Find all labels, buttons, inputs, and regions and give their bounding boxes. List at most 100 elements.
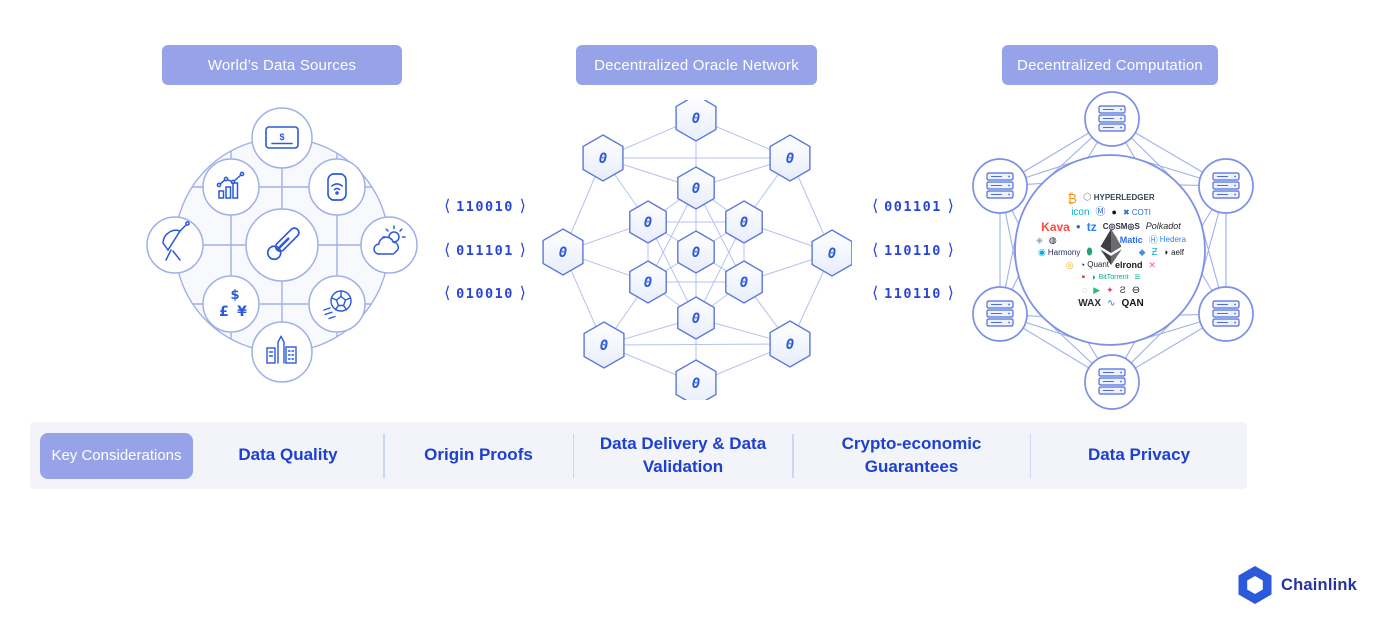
blockchain-logo: ◎ [1065,259,1074,270]
blockchain-logo: ◗aelf [1163,247,1184,257]
oracle-node-hexagon [811,229,852,277]
blockchain-logo: ✦ [1106,285,1114,295]
currency-icon: $ £ ¥ [219,288,247,320]
oracle-node-hexagon [629,200,667,244]
city-icon [266,335,297,364]
invoice-icon: $ [265,126,299,149]
blockchain-logo: Ƶ [1151,246,1158,258]
compute-server-node [972,286,1028,342]
blockchain-logo: Ƨ [1119,285,1126,295]
thermometer-icon [266,227,300,261]
blockchain-logo: ✕ [1148,259,1157,270]
blockchain-logo: ✖COTI [1122,207,1151,217]
binary-code: ⟨011101⟩ [442,240,528,259]
key-considerations-bar: Key Considerations Data Quality Origin P… [30,422,1247,489]
oracle-node-zero-glyph: 0 [740,215,748,231]
blockchain-logo: tz [1086,219,1097,234]
kc-item-crypto-economic-guarantees: Crypto-economic Guarantees [841,434,982,476]
key-considerations-pill: Key Considerations [40,432,193,479]
compute-server-node [972,158,1028,214]
oracle-node-hexagon [583,321,625,369]
compute-server-node [1198,158,1254,214]
blockchain-logo: ◉Harmony [1038,247,1081,257]
oracle-node-zero-glyph: 0 [692,245,700,261]
oracle-node-zero-glyph: 0 [644,215,652,231]
pill-decentralized-oracle-network: Decentralized Oracle Network [576,45,817,85]
oracle-node-zero-glyph: 0 [692,376,700,392]
oracle-node-hexagon [629,260,667,304]
blockchain-logo: icon [1071,206,1090,218]
blockchain-logo: ₿ [1067,190,1077,206]
binary-code: ⟨110110⟩ [870,283,956,302]
binary-code: ⟨110110⟩ [870,240,956,259]
blockchain-logo: ◆ [1138,247,1146,257]
oracle-node-zero-glyph: 0 [600,338,608,354]
blockchain-logo: ≡ [1134,271,1141,283]
oracle-node-hexagon [769,320,811,368]
oracle-node-hexagon [725,260,763,304]
oracle-node-zero-glyph: 0 [559,245,567,261]
svg-text:$: $ [230,288,239,303]
data-sources-diagram: $ [146,107,418,383]
kc-item-data-privacy: Data Privacy [1087,445,1191,465]
oracle-node-zero-glyph: 0 [599,151,607,167]
ethereum-logo [1100,229,1122,265]
binary-code: ⟨001101⟩ [870,196,956,215]
blockchain-logo: ◈ [1035,234,1043,245]
oracle-node-hexagon [675,359,717,400]
svg-text:£: £ [219,304,229,320]
blockchain-logo: Ⓜ [1095,206,1106,218]
compute-server-node [1198,286,1254,342]
binary-code: ⟨010010⟩ [442,283,528,302]
blockchain-logo: Polkadot [1145,221,1181,231]
blockchain-logo: ◗BitTorrent [1091,272,1129,282]
divider [572,433,574,478]
sports-icon [323,290,352,320]
divider [1029,433,1031,478]
oracle-node-hexagon [725,200,763,244]
binary-code: ⟨110010⟩ [442,196,528,215]
weather-icon [373,225,406,255]
oracle-node-zero-glyph: 0 [644,275,652,291]
blockchain-logo: elrond [1115,259,1143,270]
smartwatch-icon [327,173,347,201]
blockchain-logo: ● [1111,207,1117,217]
blockchain-logo: ⊖ [1131,284,1141,296]
blockchain-logo: WAX [1078,297,1102,309]
pill-decentralized-computation: Decentralized Computation [1002,45,1218,85]
oracle-node-hexagon [677,296,715,340]
svg-text:$: $ [279,132,284,142]
divider [792,433,794,478]
svg-text:¥: ¥ [237,304,247,320]
blockchain-logo: ⬮ [1086,246,1093,258]
blockchain-logo: C◎SM◎S [1102,221,1140,231]
blockchain-logo: QAN [1121,297,1144,309]
blockchain-logo: ◔Quant [1079,259,1110,270]
chainlink-brand: Chainlink [1238,566,1357,604]
kc-item-data-quality: Data Quality [238,445,338,465]
blockchain-logo: ● [1075,221,1081,231]
chainlink-wordmark: Chainlink [1281,575,1358,594]
blockchain-logo: ◌ [1081,285,1088,295]
blockchain-logo: ▪ [1081,271,1086,283]
blockchain-logo: ◍ [1048,234,1057,245]
blockchain-logo: ⬡HYPERLEDGER [1082,192,1155,203]
chart-icon [216,171,245,199]
oracle-node-hexagon [677,166,715,210]
kc-item-data-delivery-validation: Data Delivery & Data Validation [599,434,767,476]
blockchain-logo: ∿ [1107,297,1116,309]
compute-server-node [1084,354,1140,410]
oracle-node-hexagon [542,228,584,276]
compute-server-node [1084,91,1140,147]
oracle-node-hexagon [769,134,811,182]
oracle-node-zero-glyph: 0 [692,311,700,327]
oracle-node-hexagon [675,100,717,142]
kc-item-origin-proofs: Origin Proofs [424,445,533,465]
oracle-node-hexagon [677,230,715,274]
blockchain-logo: ▶ [1093,285,1101,295]
oracle-node-zero-glyph: 0 [692,181,700,197]
oracle-node-zero-glyph: 0 [786,151,794,167]
